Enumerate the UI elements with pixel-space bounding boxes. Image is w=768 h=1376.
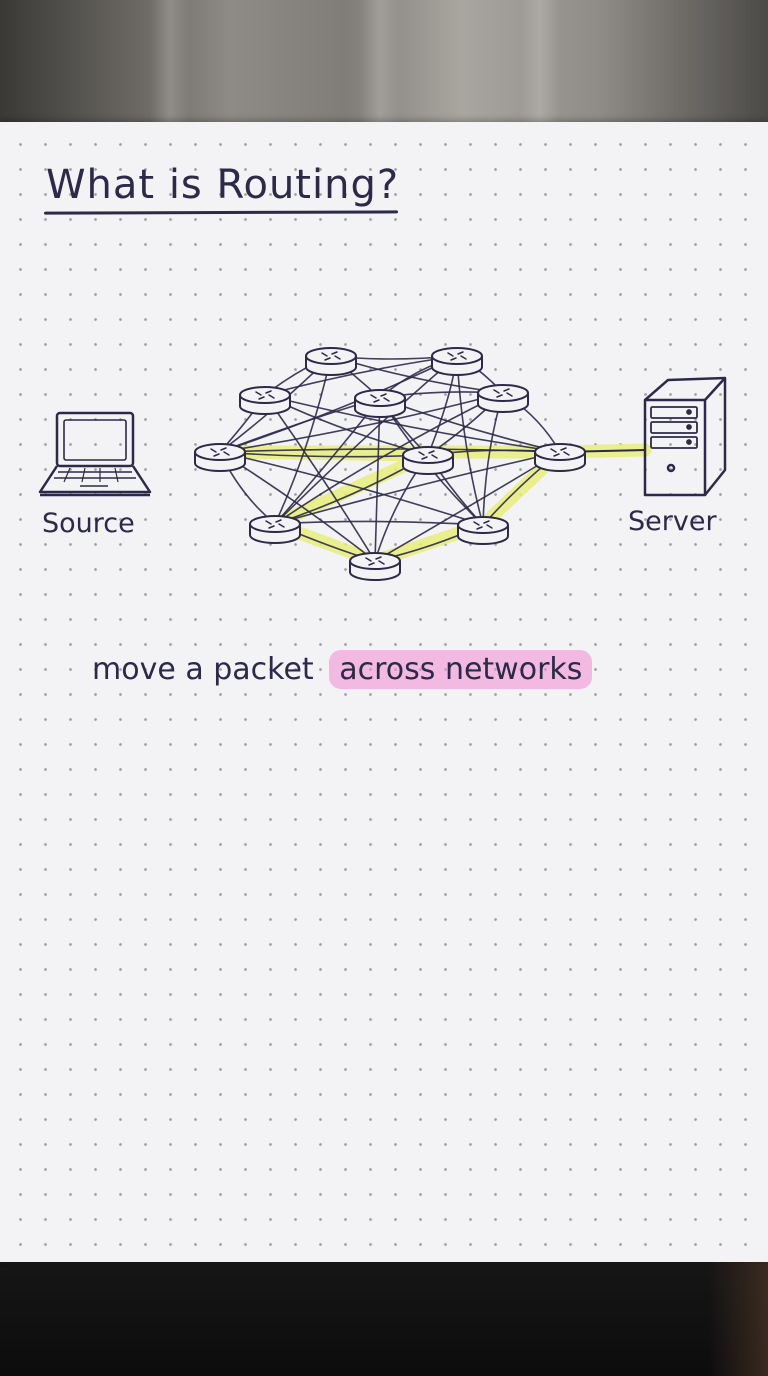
link-r6-r11 [219,451,484,526]
link-r2-r6 [219,355,458,453]
router-icon [534,443,586,472]
router-icon [239,386,291,415]
router-icon [431,347,483,376]
caption-text: move a packet [92,652,314,687]
server-label: Server [628,506,717,537]
route-highlight-2 [268,445,567,568]
router-icon [477,384,529,413]
router-icon [194,443,246,472]
router-icon [402,446,454,475]
router-icon [457,516,509,545]
router-icon [249,515,301,544]
link-r8-r10 [374,451,561,562]
page-title: What is Routing? [46,162,400,208]
caption-highlight: across networks [329,650,593,689]
server-tower-icon [643,376,727,497]
dot-grid-paper [0,122,768,1262]
link-r1-r9 [274,355,332,525]
laptop-icon [38,411,152,497]
router-icon [354,389,406,418]
network-routers [194,347,586,581]
link-r5-r6 [219,392,504,453]
caption: move a packet across networks [92,650,593,689]
background-floor [0,1262,768,1376]
link-r9-r11 [274,520,484,526]
link-r2-r11 [456,355,484,526]
source-label: Source [42,508,135,539]
router-icon [349,552,401,581]
link-r8-r9 [274,451,561,525]
link-r3-r10 [264,394,376,562]
background-curtain [0,0,768,125]
link-r3-r8 [264,394,561,453]
router-icon [305,347,357,376]
